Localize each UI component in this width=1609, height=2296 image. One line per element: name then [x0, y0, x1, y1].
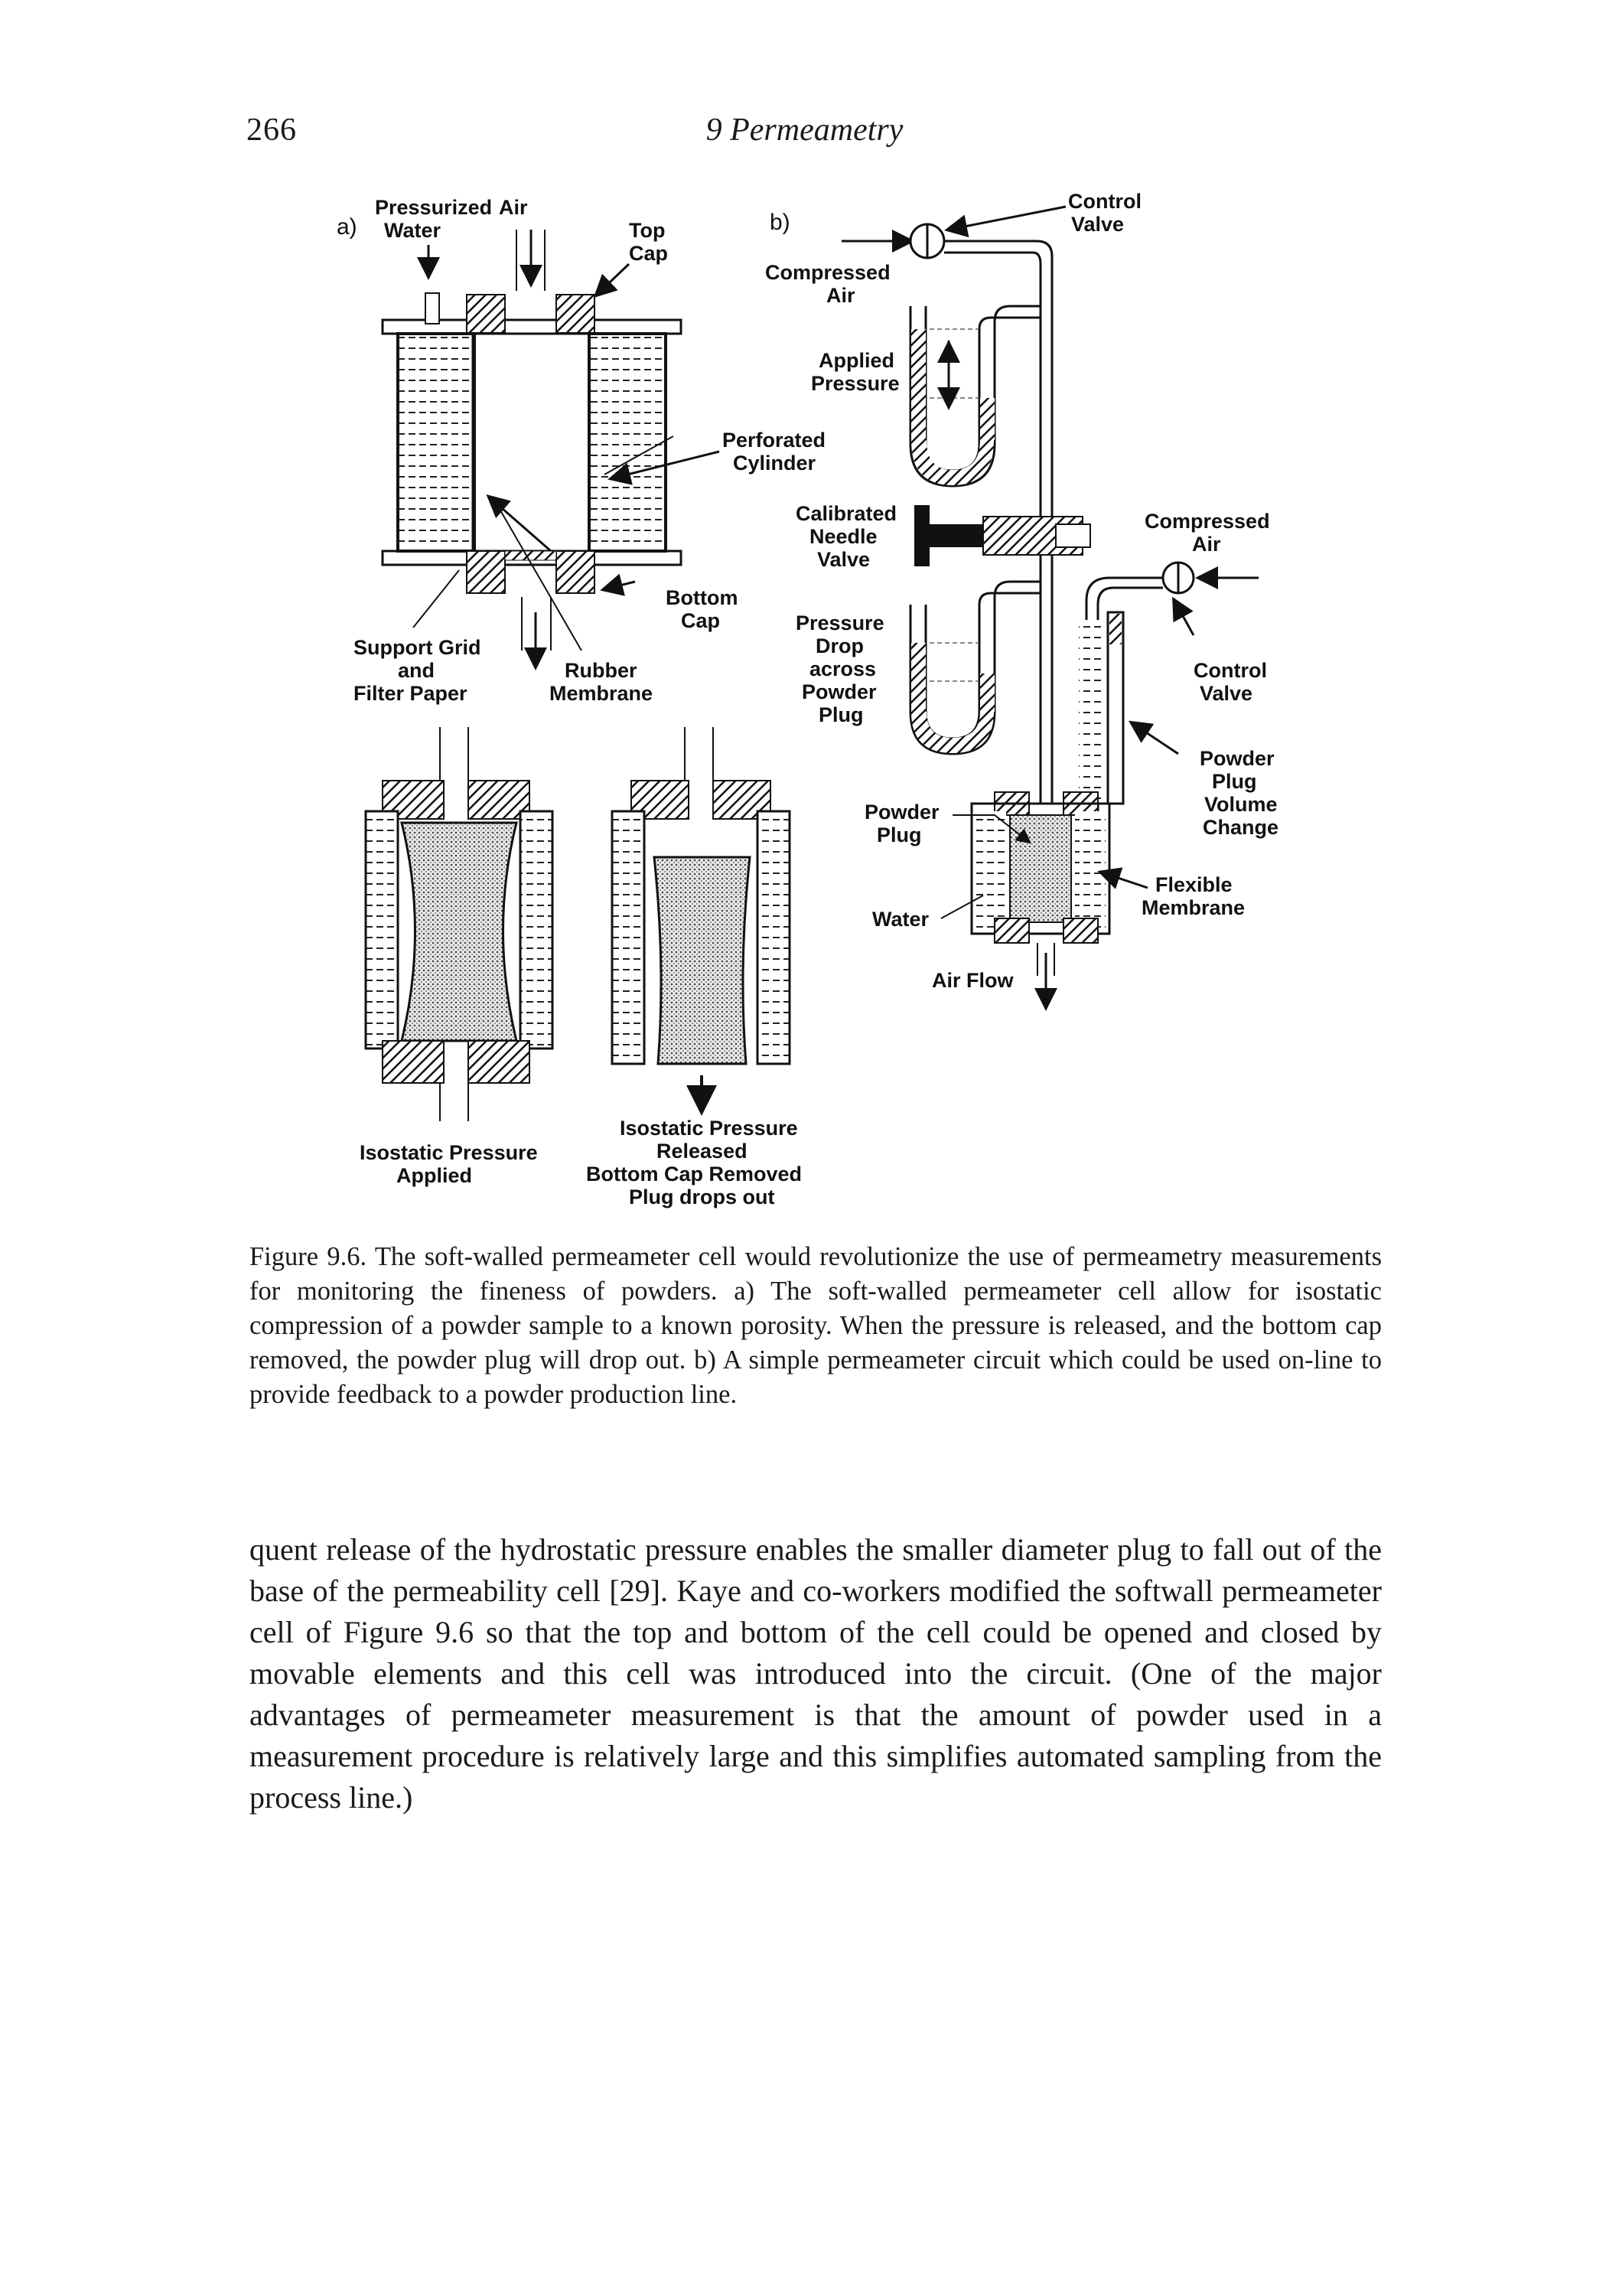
cell-pressure-released: [611, 727, 791, 1116]
caption-label: Figure 9.6.: [249, 1242, 367, 1271]
soft-walled-cell-assembled: [381, 292, 682, 594]
water-label: Water: [872, 908, 930, 931]
air-flow-label: Air Flow: [932, 969, 1014, 992]
manometer-applied-pressure: [909, 305, 1041, 488]
calibrated-needle-valve: [914, 505, 1091, 566]
cell-pressure-applied: [364, 727, 554, 1121]
body-paragraph: quent release of the hydrostatic pressur…: [249, 1532, 1382, 1815]
running-head: 9 Permeametry: [705, 113, 904, 148]
panel-a-label: a): [337, 214, 357, 240]
panel-b-label: b): [770, 210, 790, 235]
page-number: 266: [246, 113, 297, 148]
manometer-pressure-drop: [909, 580, 1041, 755]
caption-text: The soft-walled permeameter cell would r…: [249, 1242, 1383, 1409]
air-label: Air: [499, 196, 528, 219]
permeameter-cell-circuit: [970, 791, 1111, 1011]
figure-caption: Figure 9.6. The soft-walled permeameter …: [249, 1240, 1382, 1412]
